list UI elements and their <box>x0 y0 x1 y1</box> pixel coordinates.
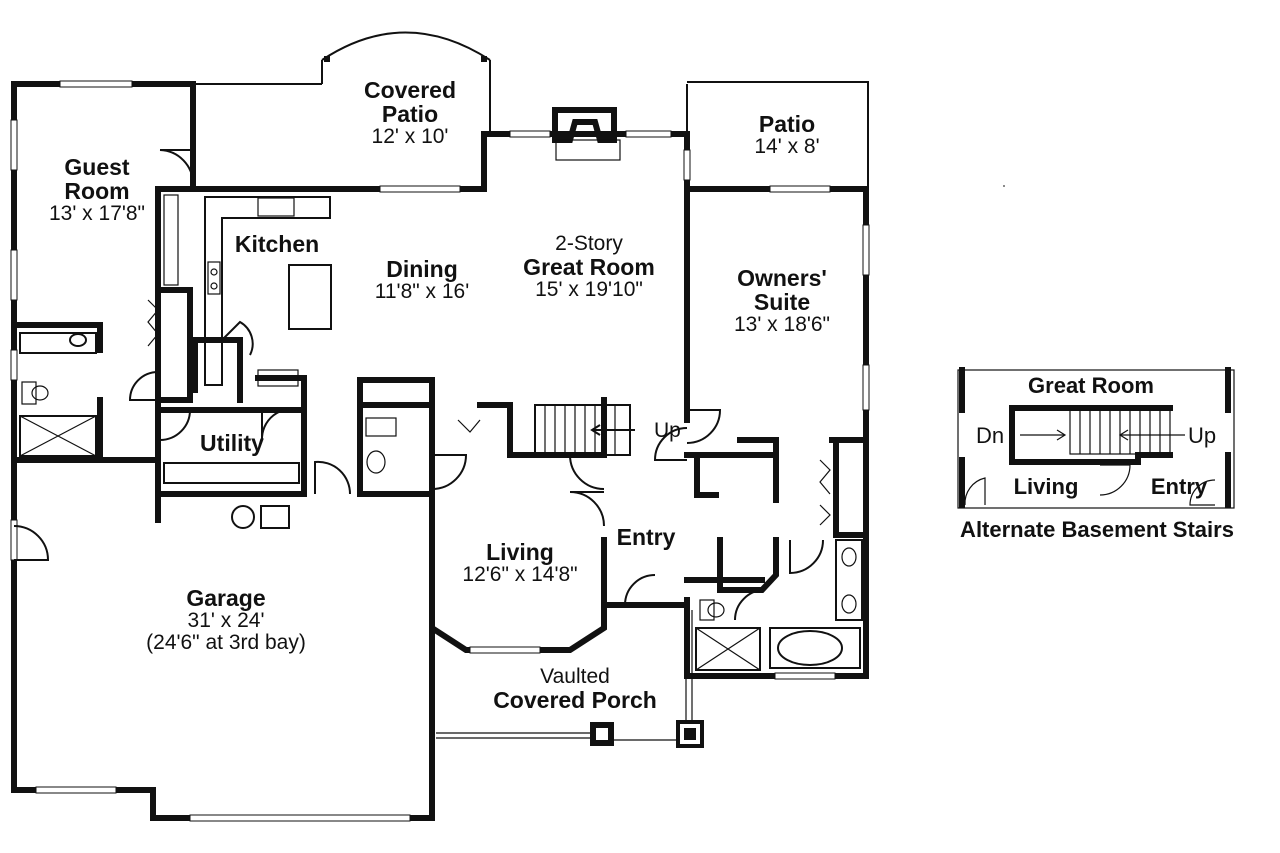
utility-name: Utility <box>200 430 264 456</box>
utility-label: Utility <box>200 431 264 455</box>
inset-up-label: Up <box>1188 424 1216 448</box>
stairs-up-text: Up <box>654 419 681 442</box>
covered-patio-dims: 12' x 10' <box>371 125 449 149</box>
fireplace <box>552 107 621 161</box>
patio-dims: 14' x 8' <box>754 135 820 159</box>
dining-name: Dining <box>386 256 458 282</box>
inset-entry-label: Entry <box>1151 475 1207 499</box>
garage-dims: 31' x 24' <box>187 609 265 633</box>
dining-dims: 11'8" x 16' <box>374 280 470 304</box>
entry-name: Entry <box>616 524 676 550</box>
porch-label: Vaulted Covered Porch <box>493 665 657 714</box>
guest-room-dims: 13' x 17'8" <box>48 202 146 226</box>
dining-label: Dining 11'8" x 16' <box>375 257 469 303</box>
windows <box>10 80 870 822</box>
great-room-name: Great Room <box>523 254 655 281</box>
patio-name: Patio <box>758 111 816 137</box>
porch-prefix: Vaulted <box>540 665 610 688</box>
inset-alternate-stairs <box>957 367 1235 509</box>
garage-label: Garage 31' x 24' (24'6" at 3rd bay) <box>146 586 306 654</box>
owners-suite-name: Owners' Suite <box>737 265 827 316</box>
garage-note: (24'6" at 3rd bay) <box>146 631 306 655</box>
inset-living-text: Living <box>1013 474 1079 499</box>
fixtures <box>19 194 863 748</box>
inset-great-room-text: Great Room <box>1028 373 1154 398</box>
interior-walls <box>11 186 869 608</box>
porch-name: Covered Porch <box>493 687 657 714</box>
kitchen-label: Kitchen <box>235 232 319 256</box>
inset-great-room-label: Great Room <box>1028 374 1154 398</box>
patio-label: Patio 14' x 8' <box>754 112 819 158</box>
great-room-dims: 15' x 19'10" <box>535 278 643 302</box>
entry-label: Entry <box>617 525 676 549</box>
inset-title: Alternate Basement Stairs <box>960 518 1234 542</box>
great-room-prefix: 2-Story <box>555 232 623 255</box>
guest-room-name: Guest Room <box>64 154 130 205</box>
great-room-label: 2-Story Great Room 15' x 19'10" <box>523 232 655 302</box>
living-name: Living <box>486 539 554 565</box>
owners-suite-dims: 13' x 18'6" <box>733 313 831 337</box>
inset-dn-text: Dn <box>975 423 1005 448</box>
stairs-up-label: Up <box>654 419 681 442</box>
kitchen-name: Kitchen <box>234 231 320 257</box>
owners-suite-label: Owners' Suite 13' x 18'6" <box>734 266 830 336</box>
living-label: Living 12'6" x 14'8" <box>462 540 577 586</box>
door-swings <box>13 149 831 621</box>
covered-patio-label: Covered Patio 12' x 10' <box>364 78 456 148</box>
living-dims: 12'6" x 14'8" <box>462 563 578 587</box>
covered-patio-name: Covered Patio <box>363 77 457 128</box>
inset-entry-text: Entry <box>1150 474 1208 499</box>
patio-outlines <box>192 31 869 189</box>
guest-room-label: Guest Room 13' x 17'8" <box>49 155 145 225</box>
inset-title-text: Alternate Basement Stairs <box>960 517 1234 542</box>
garage-name: Garage <box>186 585 266 611</box>
inset-dn-label: Dn <box>976 424 1004 448</box>
inset-up-text: Up <box>1187 423 1217 448</box>
inset-living-label: Living <box>1014 475 1079 499</box>
